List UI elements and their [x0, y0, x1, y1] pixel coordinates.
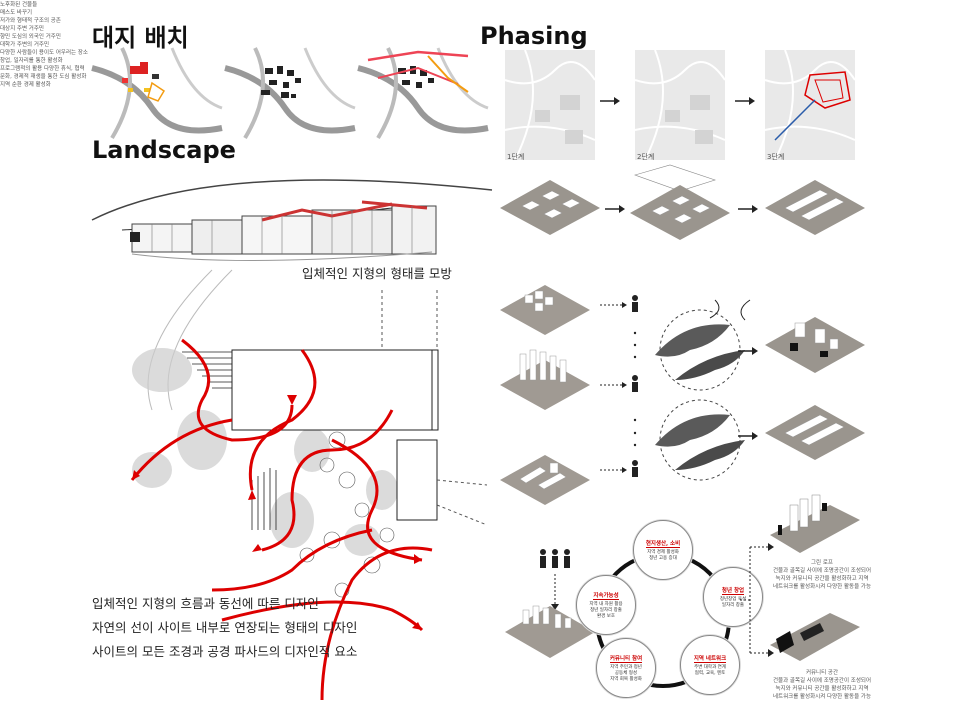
massing-2-label: 매스도 바꾸기	[0, 10, 33, 16]
neighborhood-1	[500, 285, 590, 335]
arrow-icon	[600, 97, 620, 105]
phase-map-1-label: 1단계	[507, 153, 525, 161]
landscape-elevation	[91, 179, 493, 262]
phasing-title: Phasing	[480, 22, 588, 50]
cycle-node-4: 커뮤니티 참여 지역 주민과 청년 공동체 형성 지역 회복 활성화	[596, 638, 656, 698]
result-massing-2	[765, 405, 865, 460]
community-space-text: 커뮤니티 공간 건물과 골목길 사이에 조명공간이 조성되어 녹지와 커뮤니티 …	[772, 670, 872, 700]
arrow-icon	[738, 347, 758, 355]
desc-line-1: 입체적인 지형의 흐름과 동선에 따른 디자인	[92, 596, 319, 611]
neighborhood-3-label: 대학가 주변의 거주민	[0, 42, 50, 48]
cycle-node-1: 현지생산, 소비 지역 경제 활성화 청년 고용 증대	[633, 520, 693, 580]
site-plan-1	[91, 47, 223, 140]
arrow-icon	[605, 205, 625, 213]
cycle-node-3: 지역 네트워크 주변 대학과 연계 협력, 교육, 멘토	[680, 635, 740, 695]
site-plan-2	[224, 47, 356, 140]
phase-map-1	[504, 49, 596, 161]
phase-map-2-label: 2단계	[637, 153, 655, 161]
neighborhood-2-label: 향민 도심의 외국인 거주민	[0, 34, 61, 40]
neighborhood-2	[500, 349, 590, 410]
cycle-bottom-left-label: 지역 순환 경제 활성화	[0, 82, 51, 88]
neighborhood-1-label: 대상지 주변 거주민	[0, 26, 44, 32]
connection-label-1: 다양한 사람들이 용이도 어우러는 장소	[0, 50, 88, 56]
result-label-1: 프로그램적의 활용 다양한 휴식, 협력	[0, 66, 85, 72]
people-group-icon	[540, 549, 570, 610]
desc-line-2: 자연의 선이 사이트 내부로 연장되는 형태의 디자인	[92, 620, 358, 635]
district-massing	[505, 605, 595, 658]
green-roof-perspective	[770, 494, 860, 553]
person-icon	[600, 295, 638, 477]
massing-2	[630, 164, 730, 240]
bracket-connector	[740, 543, 774, 657]
phase-map-3	[764, 49, 856, 161]
site-plan-3	[357, 47, 489, 140]
arrow-icon	[738, 205, 758, 213]
landscape-title: Landscape	[92, 136, 236, 164]
landscape-description: 입체적인 지형의 흐름과 동선에 따른 디자인 자연의 선이 사이트 내부로 연…	[92, 592, 357, 664]
result-massing-1	[765, 317, 865, 373]
landscape-caption: 입체적인 지형의 형태를 모방	[302, 266, 452, 281]
phase-map-3-label: 3단계	[767, 153, 785, 161]
cycle-node-5: 지속가능성 지역 내 자원 활용 청년 일자리 창출 환경 보호	[576, 575, 636, 635]
massing-1	[500, 180, 600, 235]
neighborhood-3	[500, 455, 590, 505]
arrow-icon	[735, 97, 755, 105]
community-space-perspective	[770, 613, 860, 661]
result-label-2: 문화, 경제적 재생을 통한 도심 활성화	[0, 74, 87, 80]
massing-3-label: 저가와 형태적 구조의 공존	[0, 18, 61, 24]
desc-line-3: 사이트의 모든 조경과 공경 파사드의 디자인적 요소	[92, 644, 358, 659]
landscape-plan	[130, 269, 488, 701]
connection-diagram-1	[655, 299, 751, 391]
arrow-icon	[738, 432, 758, 440]
massing-3	[765, 180, 865, 235]
site-title: 대지 배치	[92, 24, 189, 52]
massing-1-label: 노후화된 건물들	[0, 2, 38, 8]
connection-label-2: 창업, 일자리를 통한 활성화	[0, 58, 63, 64]
connection-diagram-2	[655, 399, 745, 481]
cycle-node-2: 청년 창업 청년창업 육성 일자리 창출	[703, 567, 763, 627]
green-roof-text: 그린 로프 건물과 골목길 사이에 조명공간이 조성되어 녹지와 커뮤니티 공간…	[772, 560, 872, 590]
phase-map-2	[634, 49, 726, 161]
